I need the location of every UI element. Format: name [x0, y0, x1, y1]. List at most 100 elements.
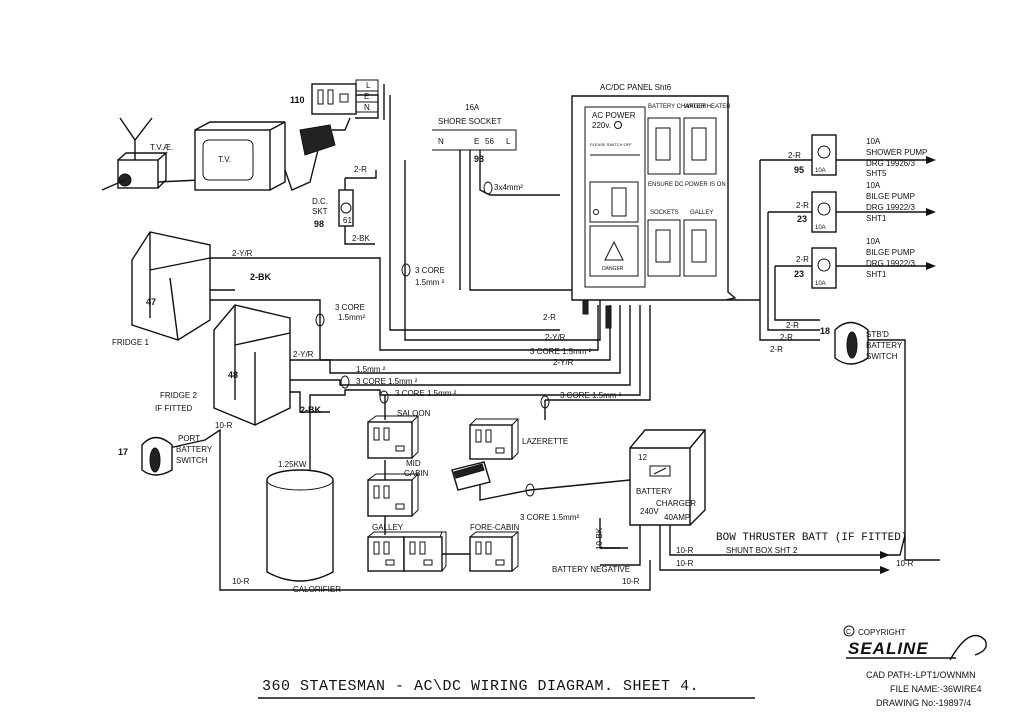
- socket-outlets: SALOON MID CABIN GALLEY: [367, 409, 568, 572]
- battery-r: 10-R: [622, 577, 640, 586]
- dc-socket: D.C. SKT 98 61 2-R 2-BK: [312, 165, 370, 243]
- battery-charger: 12 BATTERY CHARGER 240V 40AMP: [629, 429, 706, 526]
- charger-l1: BATTERY: [636, 487, 673, 496]
- fridge-1-label: FRIDGE 1: [112, 338, 149, 347]
- cable-label-2: 3 CORE: [335, 303, 365, 312]
- tv-label: T.V.: [218, 155, 231, 164]
- port-switch-wire-bottom: 10-R: [232, 577, 250, 586]
- breaker-3-l2: DRG 19922/3: [866, 259, 915, 268]
- socket-lazerette-label: LAZERETTE: [522, 437, 568, 446]
- drawing-title: 360 STATESMAN - AC\DC WIRING DIAGRAM. SH…: [258, 678, 755, 699]
- acdc-panel: AC/DC PANEL Sht6 AC POWER 220v. PLEASE S…: [571, 83, 737, 329]
- shore-socket: 16A SHORE SOCKET N E 56 L 93 3x4mm²: [432, 103, 523, 195]
- cable-label-9: 3 CORE 1.5mm ²: [395, 389, 457, 398]
- fridge-2-wire-yr: 2-Y/R: [293, 350, 314, 359]
- tv-aerial: T.V.Æ.: [101, 117, 201, 191]
- breaker-arrows: [880, 156, 936, 574]
- panel-battery-charger: BATTERY CHARGER: [648, 104, 707, 110]
- socket-110-pin-e: E: [364, 92, 369, 101]
- panel-220v: 220v.: [592, 121, 611, 130]
- shore-pin-n: N: [438, 137, 444, 146]
- shore-rating: 16A: [465, 103, 480, 112]
- stbd-l3: SWITCH: [866, 352, 898, 361]
- socket-110-pin-l: L: [366, 81, 371, 90]
- cable-label-8: 3 CORE 1.5mm ²: [356, 377, 418, 386]
- cable-label-1: 3 CORE: [415, 266, 445, 275]
- shore-pin-56: 56: [485, 137, 494, 146]
- shore-pin-e: E: [474, 137, 479, 146]
- socket-saloon: [367, 415, 420, 459]
- breaker-3-l1: BILGE PUMP: [866, 248, 915, 257]
- stbd-w3: 2-R: [770, 345, 783, 354]
- battery-bow: BATTERY NEGATIVE 10-BK 10-R BOW THRUSTER…: [552, 518, 914, 586]
- port-switch-l2: BATTERY: [176, 445, 213, 454]
- fridge-1-num: 47: [146, 297, 156, 307]
- charger-num: 12: [638, 453, 647, 462]
- socket-midcabin-label: MID: [406, 459, 421, 468]
- tv-aerial-label: T.V.Æ.: [150, 143, 173, 152]
- cable-label-3: 2-R: [543, 313, 556, 322]
- breaker-1-ref: 95: [794, 165, 804, 175]
- panel-title: AC/DC PANEL Sht6: [600, 83, 672, 92]
- breakers: 10A 10A SHOWER PUMP DRG 19926/3 SHT5 2-R…: [788, 134, 927, 289]
- socket-saloon-label: SALOON: [397, 409, 431, 418]
- bow-wire-1: 10-R: [676, 546, 694, 555]
- fridge-2-label2: IF FITTED: [155, 404, 193, 413]
- breaker-3-rating: 10A: [815, 281, 826, 287]
- cable-label-10: 3 CORE 1.5mm ²: [560, 391, 622, 400]
- stbd-l1: STB'D: [866, 330, 889, 339]
- dc-socket-wire-r: 2-R: [354, 165, 367, 174]
- stbd-w1: 2-R: [786, 321, 799, 330]
- cable-label-11: 3 CORE 1.5mm²: [520, 513, 579, 522]
- breaker-2-l3: SHT1: [866, 214, 887, 223]
- calorifier-kw: 1.25KW: [278, 460, 307, 469]
- shore-ref: 93: [474, 154, 484, 164]
- socket-forecabin-label: FORE-CABIN: [470, 523, 520, 532]
- breaker-bilge-pump-1: 10A 10A BILGE PUMP DRG 19922/3 SHT1 2-R …: [796, 181, 915, 233]
- file-name: FILE NAME:-36WIRE4: [890, 684, 982, 694]
- breaker-1-wire: 2-R: [788, 151, 801, 160]
- cable-label-5: 3 CORE 1.5mm ²: [530, 347, 592, 356]
- panel-galley: GALLEY: [690, 210, 713, 216]
- copyright-symbol: C: [846, 629, 851, 636]
- cable-label-1b: 1.5mm ²: [415, 278, 445, 287]
- cable-label-2b: 1.5mm²: [338, 313, 365, 322]
- panel-ensure-dc: ENSURE DC POWER IS ON: [648, 182, 726, 188]
- shore-label: SHORE SOCKET: [438, 117, 502, 126]
- socket-galley-label: GALLEY: [372, 523, 404, 532]
- breaker-3-wire: 2-R: [796, 255, 809, 264]
- breaker-2-amps: 10A: [866, 181, 881, 190]
- breaker-3-ref: 23: [794, 269, 804, 279]
- charger-l4: 40AMP: [664, 513, 690, 522]
- dc-socket-num: 61: [343, 216, 352, 225]
- socket-lazerette: [469, 418, 520, 460]
- title-text: 360 STATESMAN - AC\DC WIRING DIAGRAM. SH…: [262, 678, 699, 695]
- fridge-2-wire-bk: 2-BK: [300, 405, 322, 415]
- socket-galley-a: [367, 531, 443, 572]
- dc-socket-ref: 98: [314, 219, 324, 229]
- fridge-1: 47 FRIDGE 1 2-Y/R 2-BK: [112, 231, 272, 347]
- dc-socket-wire-bk: 2-BK: [352, 234, 370, 243]
- fridge-1-wire-yr: 2-Y/R: [232, 249, 253, 258]
- port-battery-switch: 17 PORT BATTERY SWITCH 10-R 10-R: [118, 421, 250, 586]
- breaker-bilge-pump-2: 10A 10A BILGE PUMP DRG 19922/3 SHT1 2-R …: [794, 237, 915, 289]
- fridge-1-wire-bk: 2-BK: [250, 272, 272, 282]
- breaker-1-amps: 10A: [866, 137, 881, 146]
- stbd-battery-switch: 18 STB'D BATTERY SWITCH 2-R 2-R 2-R: [770, 321, 903, 365]
- panel-small-note: PLEASE SWITCH OFF: [590, 142, 632, 147]
- breaker-3-amps: 10A: [866, 237, 881, 246]
- breaker-3-l3: SHT1: [866, 270, 887, 279]
- breaker-2-wire: 2-R: [796, 201, 809, 210]
- battery-negative: BATTERY NEGATIVE: [552, 565, 630, 574]
- calorifier: 1.25KW CALORIFIER: [266, 460, 341, 594]
- breaker-1-l3: SHT5: [866, 169, 887, 178]
- panel-water-heater: WATER HEATER: [684, 104, 731, 110]
- copyright-text: COPYRIGHT: [858, 628, 906, 637]
- charger-l2: CHARGER: [656, 499, 696, 508]
- socket-110-ref: 110: [290, 95, 305, 105]
- breaker-2-ref: 23: [797, 214, 807, 224]
- breaker-1-l1: SHOWER PUMP: [866, 148, 927, 157]
- stbd-num: 18: [820, 326, 830, 336]
- breaker-2-l1: BILGE PUMP: [866, 192, 915, 201]
